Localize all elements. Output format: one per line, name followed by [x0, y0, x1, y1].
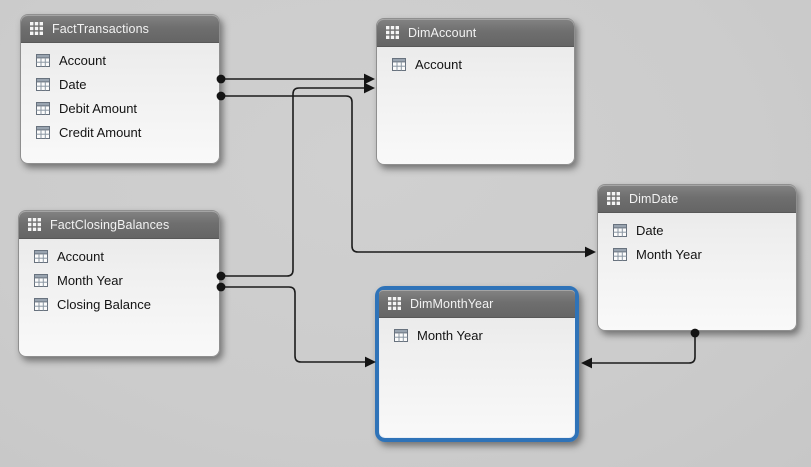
- table-card-dimdate[interactable]: DimDate Date Month Year: [597, 184, 797, 331]
- table-icon: [36, 53, 50, 67]
- table-icon: [613, 247, 627, 261]
- grid-icon: [30, 22, 43, 35]
- table-field-list: Account Month Year Closing Balance: [19, 239, 219, 316]
- table-field-list: Date Month Year: [598, 213, 796, 266]
- grid-icon: [388, 297, 401, 310]
- field-label: Month Year: [57, 272, 123, 288]
- field-row[interactable]: Account: [21, 48, 219, 72]
- table-icon: [36, 125, 50, 139]
- arrowhead-icon: [585, 246, 596, 258]
- table-card-factclosingbalances[interactable]: FactClosingBalances Account Month Year C…: [18, 210, 220, 357]
- table-header[interactable]: DimDate: [598, 185, 796, 213]
- field-label: Date: [636, 222, 664, 238]
- field-label: Credit Amount: [59, 124, 142, 140]
- table-icon: [613, 223, 627, 237]
- table-icon: [392, 57, 406, 71]
- field-row[interactable]: Closing Balance: [19, 292, 219, 316]
- arrowhead-icon: [581, 357, 592, 369]
- table-header[interactable]: DimAccount: [377, 19, 574, 47]
- relationship-factclosingbalances-dimaccount[interactable]: [222, 87, 365, 277]
- field-label: Month Year: [417, 327, 483, 343]
- table-field-list: Account: [377, 47, 574, 76]
- arrowhead-icon: [364, 82, 375, 94]
- table-title: FactClosingBalances: [50, 217, 170, 232]
- grid-icon: [28, 218, 41, 231]
- table-card-facttransactions[interactable]: FactTransactions Account Date Debit Amou…: [20, 14, 220, 164]
- field-label: Account: [57, 248, 104, 264]
- table-header[interactable]: FactTransactions: [21, 15, 219, 43]
- table-title: DimMonthYear: [410, 296, 494, 311]
- field-row[interactable]: Date: [21, 72, 219, 96]
- field-label: Debit Amount: [59, 100, 138, 116]
- table-card-dimaccount[interactable]: DimAccount Account: [376, 18, 575, 165]
- table-header[interactable]: FactClosingBalances: [19, 211, 219, 239]
- field-row[interactable]: Date: [598, 218, 796, 242]
- table-icon: [394, 328, 408, 342]
- grid-icon: [386, 26, 399, 39]
- field-label: Account: [415, 56, 462, 72]
- table-icon: [34, 297, 48, 311]
- field-row[interactable]: Credit Amount: [21, 120, 219, 144]
- table-title: DimAccount: [408, 25, 477, 40]
- table-title: DimDate: [629, 191, 679, 206]
- table-header[interactable]: DimMonthYear: [379, 290, 575, 318]
- table-icon: [34, 273, 48, 287]
- field-row[interactable]: Month Year: [598, 242, 796, 266]
- field-label: Closing Balance: [57, 296, 151, 312]
- field-row[interactable]: Month Year: [19, 268, 219, 292]
- field-row[interactable]: Debit Amount: [21, 96, 219, 120]
- table-field-list: Month Year: [379, 318, 575, 347]
- field-row[interactable]: Month Year: [379, 323, 575, 347]
- table-icon: [36, 101, 50, 115]
- relationship-dimdate-dimmonthyear[interactable]: [591, 333, 696, 364]
- table-field-list: Account Date Debit Amount Credit Amount: [21, 43, 219, 144]
- table-title: FactTransactions: [52, 21, 150, 36]
- field-label: Date: [59, 76, 87, 92]
- grid-icon: [607, 192, 620, 205]
- field-label: Month Year: [636, 246, 702, 262]
- table-icon: [36, 77, 50, 91]
- arrowhead-icon: [364, 73, 375, 85]
- table-card-dimmonthyear[interactable]: DimMonthYear Month Year: [375, 286, 579, 442]
- field-label: Account: [59, 52, 106, 68]
- relationship-factclosingbalances-dimmonthyear[interactable]: [222, 286, 366, 363]
- field-row[interactable]: Account: [19, 244, 219, 268]
- table-icon: [34, 249, 48, 263]
- field-row[interactable]: Account: [377, 52, 574, 76]
